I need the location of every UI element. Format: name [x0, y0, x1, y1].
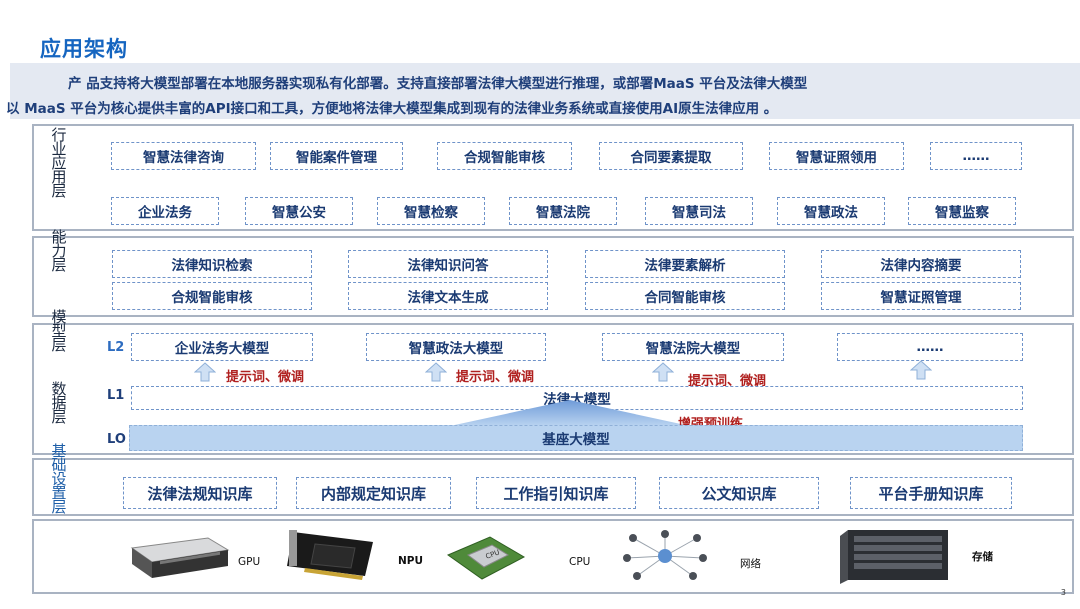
- cpu-label: CPU: [569, 556, 591, 568]
- cap-box-compliance: 合规智能审核: [112, 282, 312, 310]
- up-arrow-icon: [652, 362, 674, 382]
- up-arrow-icon: [194, 362, 216, 382]
- app-box-contract: 合同要素提取: [599, 142, 743, 170]
- model-box-politics-law: 智慧政法大模型: [366, 333, 546, 361]
- network-icon: [623, 530, 707, 580]
- app-box-more: ……: [930, 142, 1022, 170]
- app-box-compliance: 合规智能审核: [437, 142, 572, 170]
- hardware-layer: [32, 519, 1074, 594]
- page-title: 应用架构: [40, 37, 128, 61]
- app-box-politics-law: 智慧政法: [777, 197, 885, 225]
- gpu-label: GPU: [238, 556, 261, 568]
- app-box-court: 智慧法院: [509, 197, 617, 225]
- npu-card-image: [287, 530, 373, 580]
- enhance-triangle: [450, 400, 690, 426]
- cap-box-summary: 法律内容摘要: [821, 250, 1021, 278]
- cpu-chip-image: CPU: [446, 536, 526, 580]
- data-box-guidelines: 工作指引知识库: [476, 477, 636, 509]
- network-label: 网络: [740, 558, 761, 570]
- data-layer: [32, 458, 1074, 516]
- npu-label: NPU: [398, 555, 424, 567]
- model-box-court: 智慧法院大模型: [602, 333, 784, 361]
- data-box-regulations: 法律法规知识库: [123, 477, 277, 509]
- prompt-finetune-label-1: 提示词、微调: [226, 370, 305, 385]
- prompt-finetune-label-3: 提示词、微调: [688, 374, 767, 389]
- app-box-consult: 智慧法律咨询: [111, 142, 256, 170]
- up-arrow-icon: [910, 360, 932, 380]
- app-box-supervision: 智慧监察: [908, 197, 1016, 225]
- app-box-justice: 智慧司法: [645, 197, 753, 225]
- layer-label-app: 行业应用层: [51, 126, 67, 200]
- up-arrow-icon: [425, 362, 447, 382]
- app-box-enterprise: 企业法务: [111, 197, 219, 225]
- level-l2-label: L2: [107, 340, 125, 355]
- model-box-more: ……: [837, 333, 1023, 361]
- page-number: 3: [1060, 588, 1066, 597]
- storage-server-image: [840, 530, 948, 584]
- app-box-procuratorate: 智慧检察: [377, 197, 485, 225]
- layer-label-data: 数据层: [51, 380, 67, 426]
- intro-line-2: 以 MaaS 平台为核心提供丰富的API接口和工具，方便地将法律大模型集成到现有…: [6, 101, 778, 117]
- model-box-enterprise: 企业法务大模型: [131, 333, 313, 361]
- cap-box-license-mgmt: 智慧证照管理: [821, 282, 1021, 310]
- level-l0-label: LO: [107, 432, 126, 447]
- data-box-internal: 内部规定知识库: [296, 477, 451, 509]
- intro-banner: 产 品支持将大模型部署在本地服务器实现私有化部署。支持直接部署法律大模型进行推理…: [6, 63, 1080, 119]
- model-layer: [32, 323, 1074, 455]
- app-layer: [32, 124, 1074, 231]
- prompt-finetune-label-2: 提示词、微调: [456, 370, 535, 385]
- app-box-case: 智能案件管理: [270, 142, 403, 170]
- intro-line-1: 产 品支持将大模型部署在本地服务器实现私有化部署。支持直接部署法律大模型进行推理…: [68, 76, 808, 92]
- layer-label-base: 基础设置层: [51, 442, 67, 516]
- app-box-police: 智慧公安: [245, 197, 353, 225]
- capability-layer: [32, 236, 1074, 317]
- cap-box-generation: 法律文本生成: [348, 282, 548, 310]
- data-box-manual: 平台手册知识库: [850, 477, 1012, 509]
- cap-box-contract-review: 合同智能审核: [585, 282, 785, 310]
- layer-label-capability: 能力层: [51, 228, 67, 274]
- storage-label: 存储: [972, 551, 993, 563]
- cap-box-parse: 法律要素解析: [585, 250, 785, 278]
- data-box-documents: 公文知识库: [659, 477, 819, 509]
- gpu-server-image: [130, 537, 230, 578]
- cap-box-retrieval: 法律知识检索: [112, 250, 312, 278]
- app-box-license: 智慧证照领用: [769, 142, 904, 170]
- level-l1-label: L1: [107, 388, 125, 403]
- cap-box-qa: 法律知识问答: [348, 250, 548, 278]
- model-box-base: 基座大模型: [129, 425, 1023, 451]
- layer-label-model: 模型层: [51, 308, 67, 354]
